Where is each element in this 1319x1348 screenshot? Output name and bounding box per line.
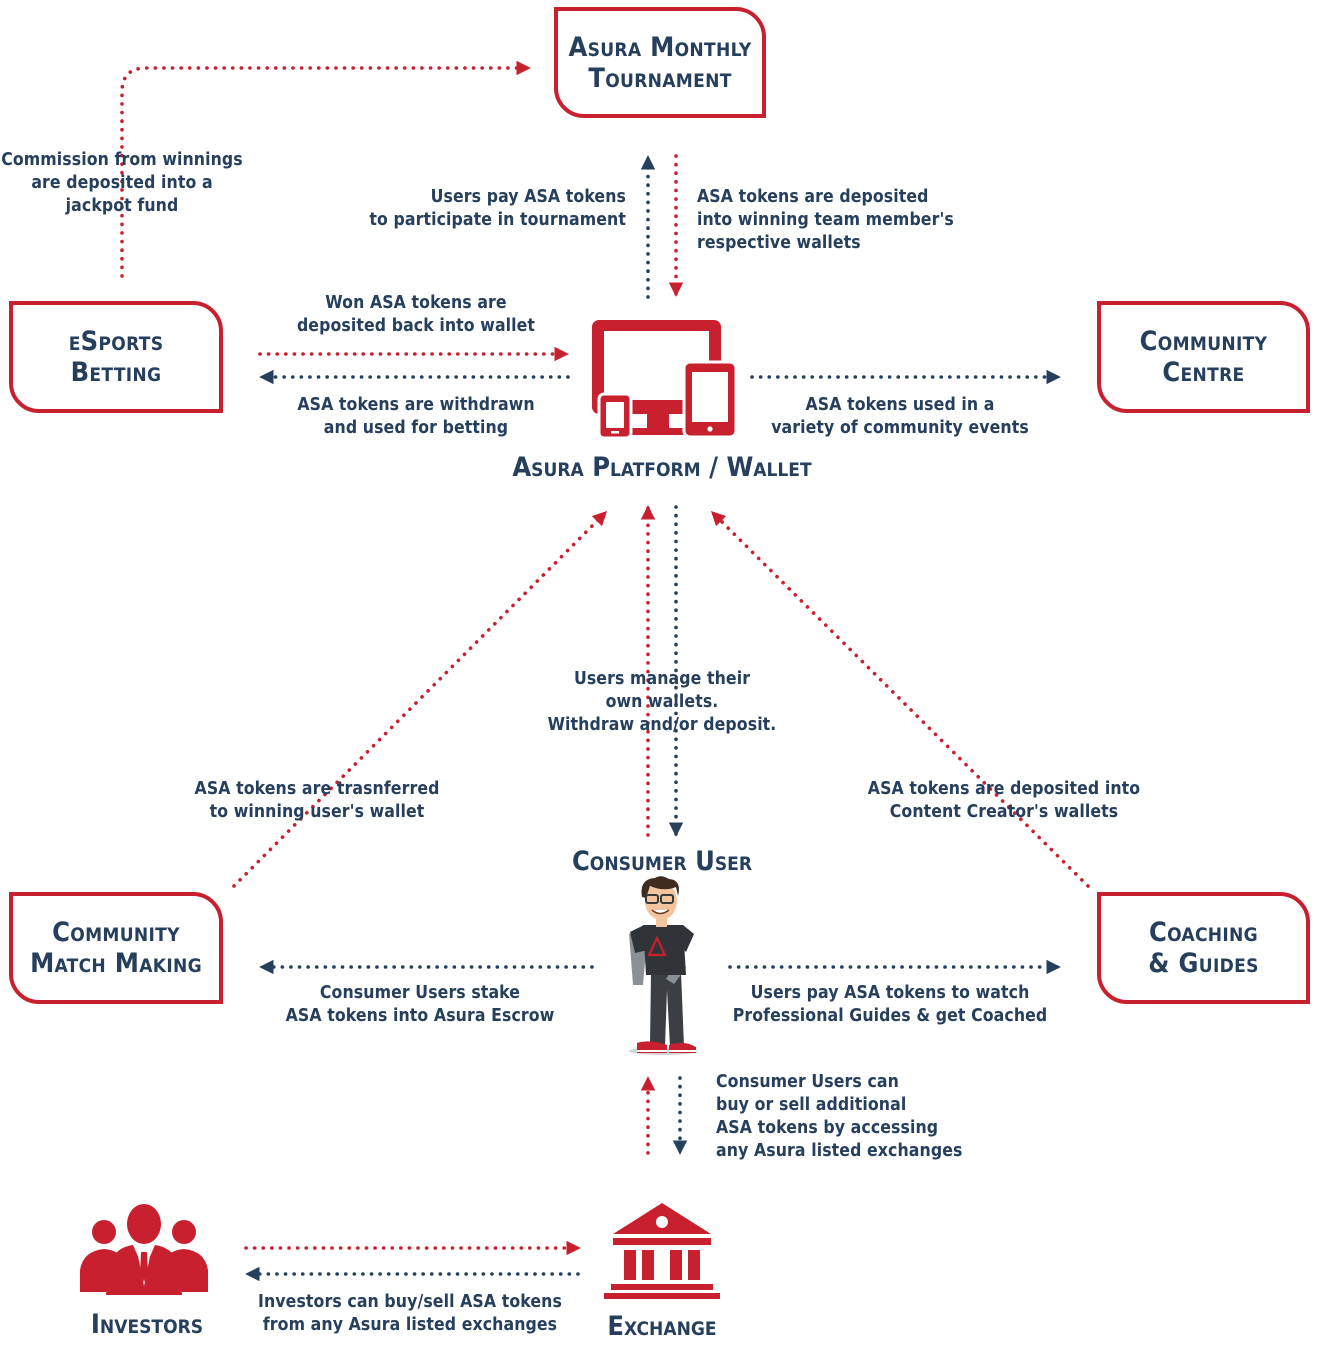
arrow-commission-to-tournament [120,60,531,278]
title-investors: Investors [90,1309,204,1340]
title-asura-platform-wallet: Asura Platform / Wallet [512,452,812,483]
devices-icon [592,320,738,440]
node-coaching-guides: Coaching& Guides [1097,892,1310,1004]
exchange-bank-icon [604,1203,720,1299]
title-exchange: Exchange [607,1311,717,1342]
consumer-user-character [629,876,697,1055]
arrow-matchmaking-to-platform [232,510,608,888]
title-consumer-user: Consumer User [571,846,753,877]
investors-icon [80,1204,208,1295]
